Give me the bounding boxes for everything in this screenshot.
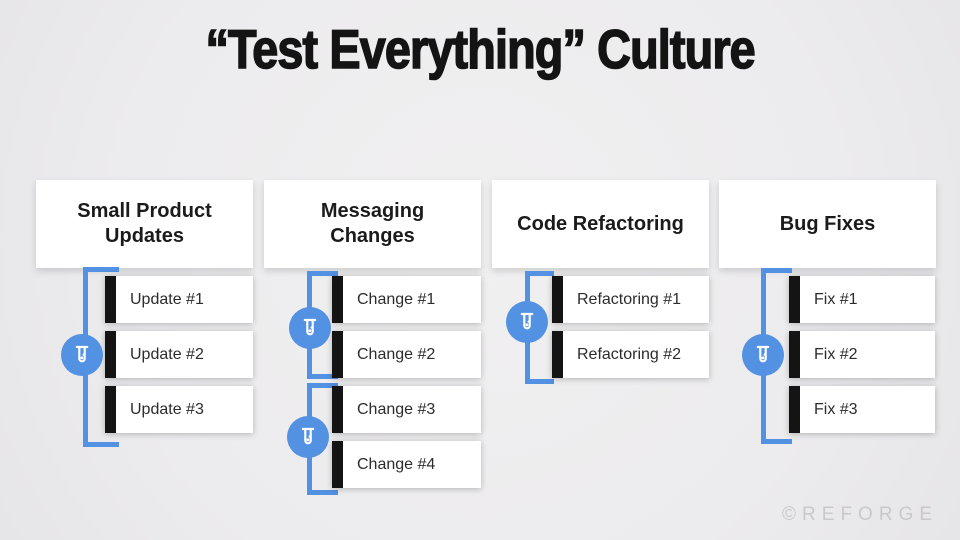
- item-accent-bar: [789, 386, 800, 433]
- item-label: Change #4: [357, 455, 436, 473]
- test-tube-icon: [742, 334, 784, 376]
- item-label: Update #1: [130, 290, 204, 308]
- item-card: Change #2: [332, 331, 481, 378]
- slide-title: “Test Everything” Culture: [0, 18, 960, 80]
- item-label: Change #2: [357, 345, 436, 363]
- item-label: Fix #2: [814, 345, 858, 363]
- test-tube-icon: [61, 334, 103, 376]
- column-header-label: Small Product Updates: [77, 200, 212, 247]
- test-tube-icon: [289, 307, 331, 349]
- item-accent-bar: [105, 276, 116, 323]
- item-card: Update #3: [105, 386, 253, 433]
- column-header-messaging-changes: Messaging Changes: [264, 180, 481, 268]
- item-label: Fix #3: [814, 400, 858, 418]
- column-header-label: Bug Fixes: [779, 212, 876, 235]
- item-accent-bar: [789, 276, 800, 323]
- item-label: Refactoring #1: [577, 290, 682, 308]
- slide-title-text: “Test Everything” Culture: [205, 18, 757, 80]
- item-card: Change #3: [332, 386, 481, 433]
- item-accent-bar: [332, 386, 343, 433]
- item-accent-bar: [789, 331, 800, 378]
- item-card: Fix #2: [789, 331, 935, 378]
- item-label: Fix #1: [814, 290, 858, 308]
- item-card: Update #1: [105, 276, 253, 323]
- item-label: Refactoring #2: [577, 345, 682, 363]
- item-label: Update #2: [130, 345, 204, 363]
- column-header-label: Code Refactoring: [517, 212, 684, 235]
- column-header-small-product-updates: Small Product Updates: [36, 180, 253, 268]
- column-header-code-refactoring: Code Refactoring: [492, 180, 709, 268]
- reforge-watermark: ©REFORGE: [782, 504, 938, 525]
- item-card: Update #2: [105, 331, 253, 378]
- column-header-label: Messaging Changes: [320, 200, 425, 247]
- item-accent-bar: [105, 386, 116, 433]
- item-accent-bar: [552, 276, 563, 323]
- item-label: Change #3: [357, 400, 436, 418]
- item-accent-bar: [105, 331, 116, 378]
- item-accent-bar: [332, 331, 343, 378]
- item-label: Update #3: [130, 400, 204, 418]
- item-accent-bar: [332, 276, 343, 323]
- item-card: Refactoring #2: [552, 331, 709, 378]
- column-header-bug-fixes: Bug Fixes: [719, 180, 936, 268]
- item-accent-bar: [332, 441, 343, 488]
- test-tube-icon: [506, 301, 548, 343]
- item-accent-bar: [552, 331, 563, 378]
- item-card: Change #4: [332, 441, 481, 488]
- item-card: Fix #3: [789, 386, 935, 433]
- test-tube-icon: [287, 416, 329, 458]
- item-card: Change #1: [332, 276, 481, 323]
- item-label: Change #1: [357, 290, 436, 308]
- item-card: Fix #1: [789, 276, 935, 323]
- item-card: Refactoring #1: [552, 276, 709, 323]
